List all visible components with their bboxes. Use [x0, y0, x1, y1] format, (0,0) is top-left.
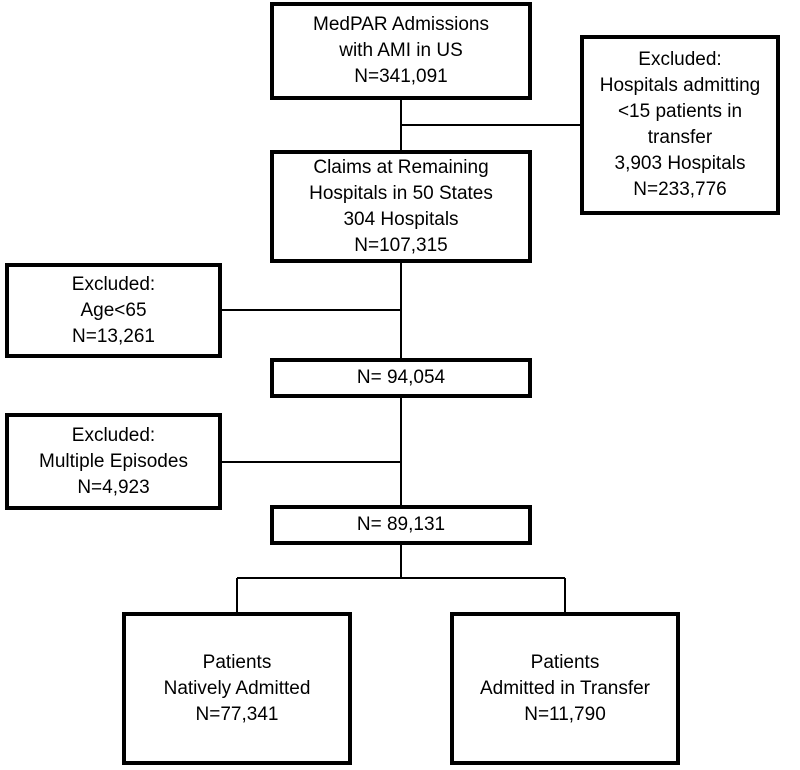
- patients-admitted-in-transfer-box: Patients Admitted in Transfer N=11,790: [450, 612, 680, 765]
- box-line: with AMI in US: [339, 40, 463, 61]
- box-line: Claims at Remaining: [313, 156, 489, 178]
- box-line: N=11,790: [524, 703, 606, 725]
- claims-remaining-box: Claims at Remaining Hospitals in 50 Stat…: [270, 150, 532, 263]
- box-line: N= 89,131: [356, 514, 446, 535]
- excluded-hospitals-box: Excluded: Hospitals admitting <15 patien…: [580, 35, 780, 215]
- box-line: N=13,261: [72, 325, 155, 347]
- box-line: Multiple Episodes: [39, 450, 188, 472]
- box-line: N= 94,054: [356, 367, 446, 388]
- box-line: Patients: [202, 651, 272, 673]
- box-line: Excluded:: [71, 273, 156, 295]
- box-line: MedPAR Admissions: [313, 14, 489, 35]
- count-94054-box: N= 94,054: [270, 358, 532, 398]
- box-line: Hospitals admitting: [599, 75, 761, 96]
- box-line: transfer: [647, 127, 713, 148]
- box-line: N=233,776: [633, 179, 727, 200]
- box-line: Patients: [530, 651, 600, 673]
- medpar-admissions-box: MedPAR Admissions with AMI in US N=341,0…: [270, 2, 532, 100]
- box-line: N=4,923: [77, 476, 150, 498]
- box-line: Natively Admitted: [163, 677, 311, 699]
- box-line: N=107,315: [354, 234, 448, 256]
- box-line: 304 Hospitals: [343, 208, 459, 230]
- box-line: Hospitals in 50 States: [309, 182, 493, 204]
- excluded-multiple-episodes-box: Excluded: Multiple Episodes N=4,923: [5, 413, 222, 510]
- patients-natively-admitted-box: Patients Natively Admitted N=77,341: [122, 612, 352, 765]
- box-line: Excluded:: [638, 49, 722, 70]
- box-line: Excluded:: [71, 424, 156, 446]
- box-line: N=341,091: [354, 66, 448, 87]
- count-89131-box: N= 89,131: [270, 505, 532, 545]
- excluded-age-box: Excluded: Age<65 N=13,261: [5, 263, 222, 358]
- box-line: Admitted in Transfer: [479, 677, 651, 699]
- box-line: Age<65: [80, 299, 147, 321]
- box-line: 3,903 Hospitals: [614, 153, 746, 174]
- box-line: <15 patients in: [617, 101, 743, 122]
- box-line: N=77,341: [195, 703, 279, 725]
